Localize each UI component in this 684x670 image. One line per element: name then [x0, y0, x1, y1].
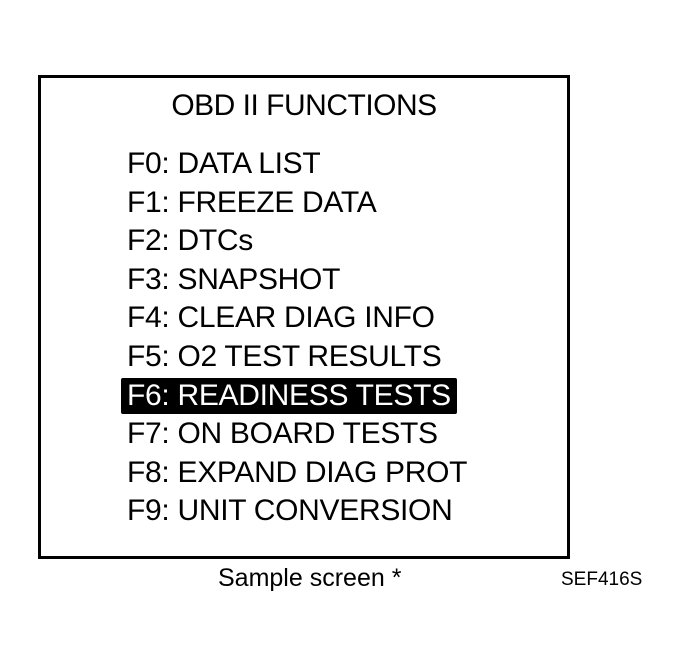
menu-item-label: F2: DTCs: [127, 224, 253, 258]
menu-item-label: F4: CLEAR DIAG INFO: [127, 301, 435, 335]
menu-item-label: F7: ON BOARD TESTS: [127, 417, 438, 451]
menu-item-label: F8: EXPAND DIAG PROT: [127, 455, 468, 489]
menu-item-label: F0: DATA LIST: [127, 147, 321, 180]
menu-item-f2[interactable]: F2: DTCs: [127, 223, 473, 262]
menu-item-f9[interactable]: F9: UNIT CONVERSION: [127, 493, 473, 532]
menu-item-f6-selected[interactable]: F6: READINESS TESTS: [121, 377, 473, 417]
menu-item-label: F6: READINESS TESTS: [121, 377, 457, 414]
menu-item-label: F5: O2 TEST RESULTS: [127, 339, 442, 373]
menu-item-f4[interactable]: F4: CLEAR DIAG INFO: [127, 300, 473, 339]
menu-item-f3[interactable]: F3: SNAPSHOT: [127, 262, 473, 301]
menu-item-f5[interactable]: F5: O2 TEST RESULTS: [127, 339, 473, 378]
menu-item-label: F1: FREEZE DATA: [127, 185, 377, 219]
sample-screen-caption: Sample screen *: [218, 564, 402, 592]
menu-item-label: F9: UNIT CONVERSION: [127, 494, 453, 528]
menu-item-label: F3: SNAPSHOT: [127, 262, 341, 296]
function-menu: F0: DATA LIST F1: FREEZE DATA F2: DTCs F…: [121, 146, 473, 532]
figure-code: SEF416S: [561, 569, 643, 590]
menu-item-f1[interactable]: F1: FREEZE DATA: [127, 185, 473, 224]
menu-item-f0[interactable]: F0: DATA LIST: [127, 146, 473, 185]
menu-item-f7[interactable]: F7: ON BOARD TESTS: [127, 416, 473, 455]
menu-item-f8[interactable]: F8: EXPAND DIAG PROT: [127, 455, 473, 494]
obd-screen: OBD II FUNCTIONS F0: DATA LIST F1: FREEZ…: [38, 75, 570, 559]
screen-title: OBD II FUNCTIONS: [171, 89, 437, 122]
